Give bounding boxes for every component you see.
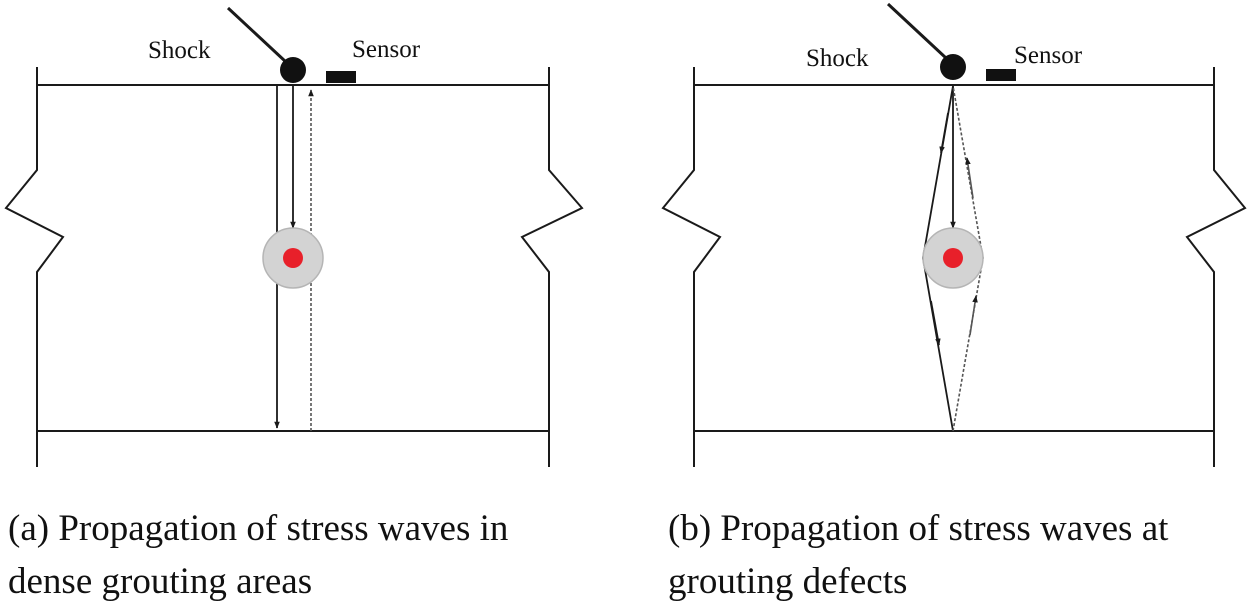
sensor-label: Sensor — [352, 36, 421, 63]
caption-a-line-1: (a) Propagation of stress waves in — [8, 508, 509, 549]
shock-label: Shock — [806, 45, 869, 72]
beam-left-edge — [661, 67, 722, 467]
beam-right-edge — [1185, 67, 1247, 467]
ray-arrow-dashed-upper — [965, 157, 974, 199]
caption-b-line-1: (b) Propagation of stress waves at — [668, 508, 1169, 549]
caption-a: (a) Propagation of stress waves in dense… — [8, 502, 608, 608]
shock-label: Shock — [148, 37, 211, 64]
grout-core — [943, 248, 963, 268]
panel-b: Shock Sensor — [661, 2, 1247, 467]
beam-right-edge — [520, 67, 584, 467]
ray-arrow-solid-lower — [930, 300, 941, 346]
grout-core — [283, 248, 303, 268]
ray-arrow-solid-upper — [939, 112, 949, 154]
panel-a: Shock Sensor — [4, 6, 584, 467]
hammer-ball — [280, 57, 306, 83]
hammer-handle — [226, 6, 288, 64]
caption-a-line-2: dense grouting areas — [8, 561, 313, 602]
beam-left-edge — [4, 67, 65, 467]
sensor-label: Sensor — [1014, 42, 1083, 69]
caption-b-line-2: grouting defects — [668, 561, 908, 602]
hammer-handle — [886, 2, 948, 60]
sensor-block — [986, 69, 1016, 81]
hammer-ball — [940, 54, 966, 80]
ray-arrow-dashed-lower — [969, 295, 978, 336]
sensor-block — [326, 71, 356, 83]
caption-b: (b) Propagation of stress waves at grout… — [668, 502, 1250, 608]
